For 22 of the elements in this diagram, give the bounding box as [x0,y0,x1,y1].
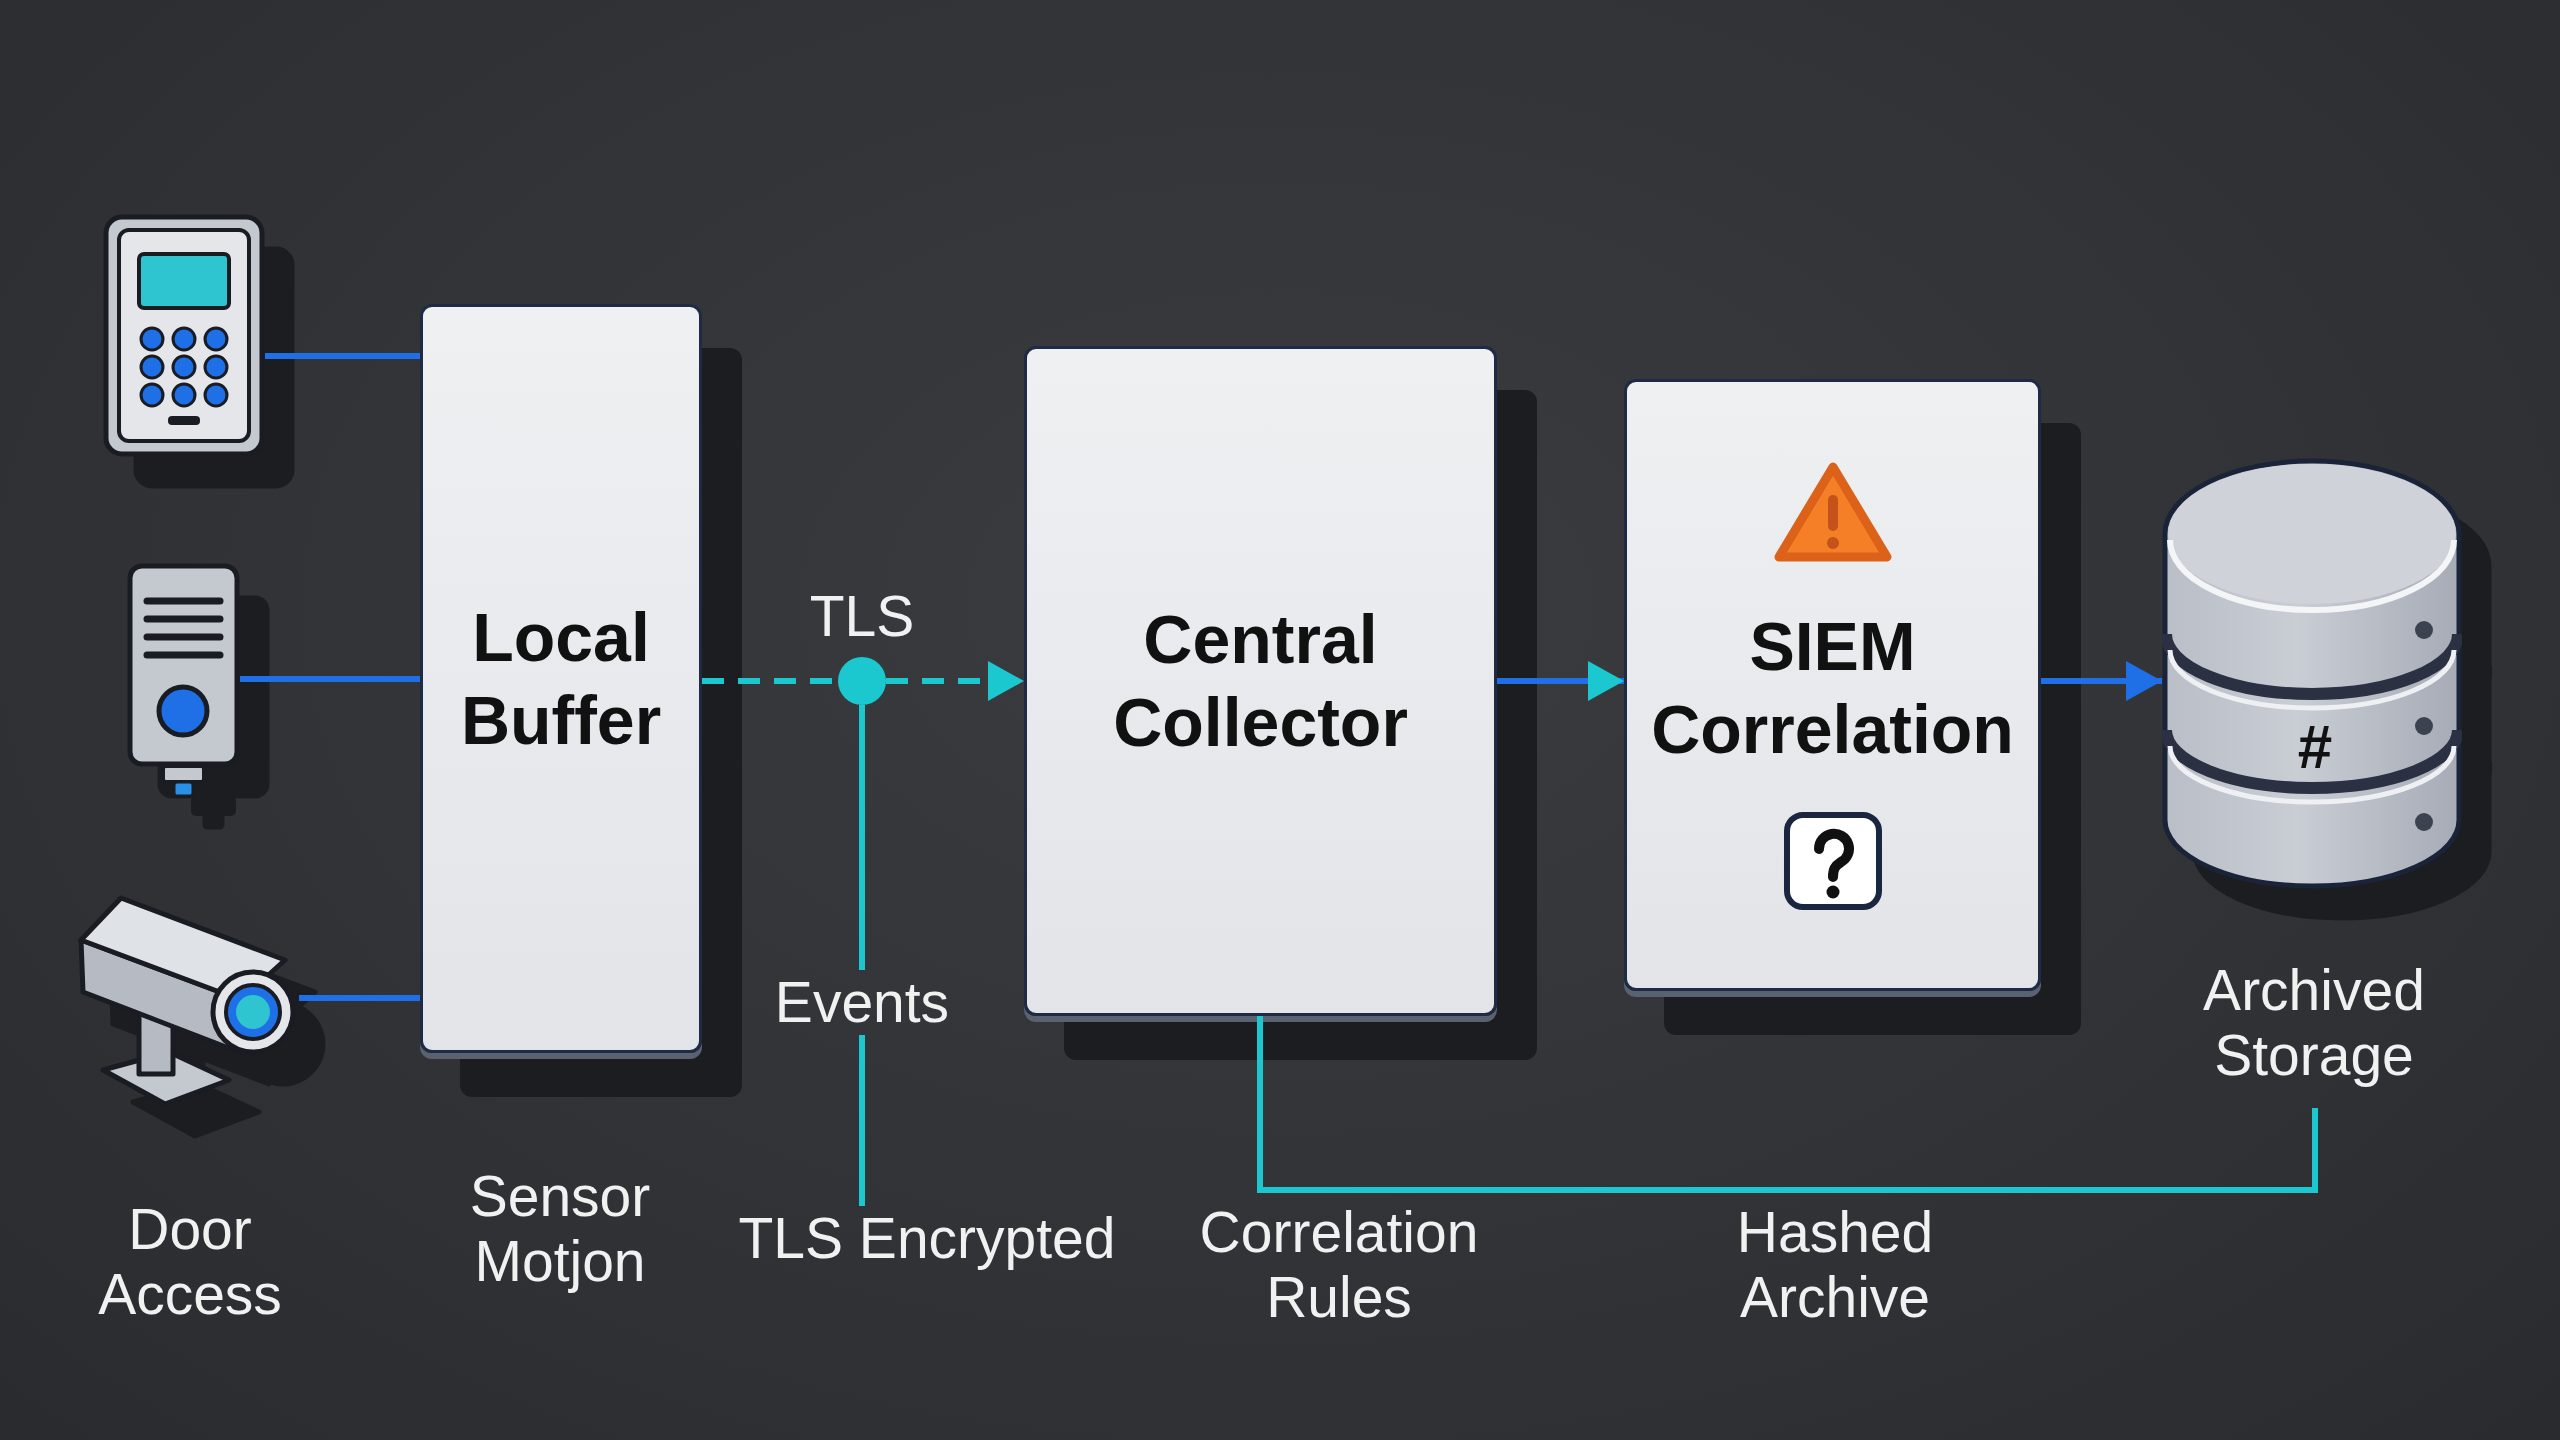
intercom-icon [127,563,240,800]
caption-label: Door Access [98,1197,282,1327]
box-label: Local Buffer [460,597,662,760]
node-caption: Archived Storage [2203,958,2425,1088]
box-label: Central Collector [1113,600,1408,762]
box-label: SIEM Correlation [1651,607,2014,769]
dashed-arrow [886,661,1024,701]
connector-line [859,705,865,970]
caption-label: Sensor Motjon [469,1164,651,1294]
caption-label: Hashed Archive [1736,1200,1934,1330]
arrow [2041,661,2162,701]
junction-dot [838,657,886,705]
connector-line [859,1034,865,1206]
arrow [1497,661,1624,701]
connector-line [265,353,420,359]
flow-label: Events [774,970,950,1035]
caption-label: Correlation Rules [1199,1200,1479,1330]
connector-line [240,676,420,682]
connector-line [1257,1016,2318,1193]
node-caption: TLS [809,584,915,649]
connector-line [299,995,420,1001]
flow-label: TLS Encrypted [738,1206,1116,1271]
